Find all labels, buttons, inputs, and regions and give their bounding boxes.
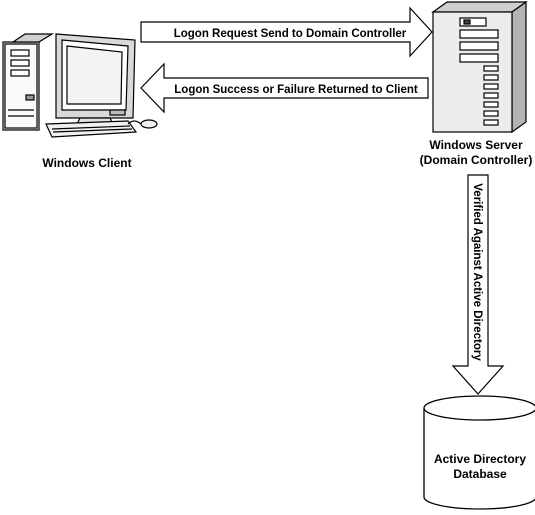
server-label-line2: (Domain Controller) bbox=[420, 153, 533, 167]
logon-request-arrow: Logon Request Send to Domain Controller bbox=[140, 6, 433, 58]
logon-request-label: Logon Request Send to Domain Controller bbox=[174, 28, 407, 40]
database-label-line1: Active Directory bbox=[434, 452, 526, 466]
verify-arrow: Verified Against Active Directory bbox=[451, 174, 505, 395]
client-label: Windows Client bbox=[42, 156, 131, 170]
windows-client-icon bbox=[2, 33, 158, 138]
verify-label: Verified Against Active Directory bbox=[471, 183, 483, 361]
database-label-line2: Database bbox=[453, 467, 507, 481]
server-label-line1: Windows Server bbox=[429, 138, 523, 152]
logon-response-label: Logon Success or Failure Returned to Cli… bbox=[174, 84, 418, 96]
logon-response-arrow: Logon Success or Failure Returned to Cli… bbox=[140, 62, 429, 114]
database-icon bbox=[423, 395, 535, 510]
windows-server-icon bbox=[431, 0, 528, 134]
